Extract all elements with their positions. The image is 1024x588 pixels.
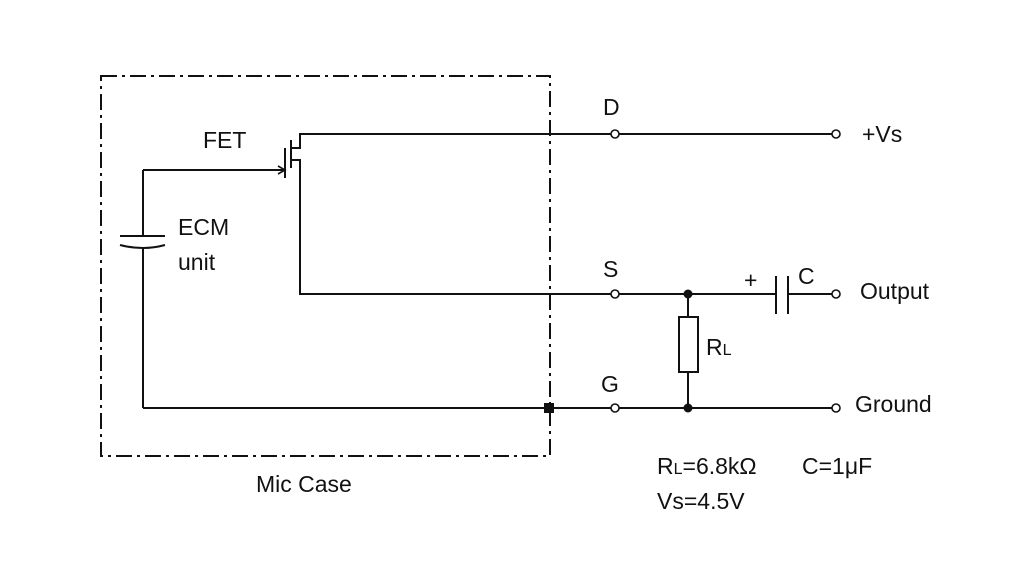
capacitor-name-label: C <box>798 263 815 289</box>
drain-wire <box>291 133 615 149</box>
spec-rl-main: R <box>657 453 674 479</box>
fet-label: FET <box>203 127 246 153</box>
pin-g-terminal <box>610 403 620 413</box>
vs-terminal <box>831 129 841 139</box>
pin-d-terminal <box>610 129 620 139</box>
spec-rl-sub: L <box>674 461 683 478</box>
fet-symbol <box>277 140 292 178</box>
mic-case-outline <box>100 75 551 457</box>
spec-rl-value: =6.8kΩ <box>683 453 757 479</box>
mic-case-label: Mic Case <box>256 471 352 497</box>
resistor-label-sub: L <box>723 342 732 359</box>
spec-vs: Vs=4.5V <box>657 488 745 514</box>
spec-cap: C=1μF <box>802 453 872 479</box>
load-resistor <box>678 294 699 408</box>
pin-s-label: S <box>603 256 618 282</box>
output-terminal <box>831 289 841 299</box>
output-terminal-label: Output <box>860 278 930 304</box>
capacitor-plus-label: + <box>744 267 757 293</box>
ecm-unit-symbol <box>119 170 166 408</box>
output-junction-dot <box>683 289 693 299</box>
resistor-label-main: R <box>706 334 723 360</box>
ground-terminal <box>831 403 841 413</box>
vs-terminal-label: +Vs <box>862 121 902 147</box>
ground-terminal-label: Ground <box>855 391 932 417</box>
pin-s-terminal <box>610 289 620 299</box>
output-capacitor <box>775 276 832 314</box>
ground-junction-dot <box>683 403 693 413</box>
resistor-label: RL <box>706 334 732 360</box>
ecm-label-line2: unit <box>178 249 216 275</box>
pin-d-label: D <box>603 94 620 120</box>
pin-g-label: G <box>601 371 619 397</box>
spec-rl: RL=6.8kΩ <box>657 453 757 479</box>
ecm-label-line1: ECM <box>178 214 229 240</box>
case-ground-junction <box>544 403 554 413</box>
source-wire <box>291 159 611 295</box>
